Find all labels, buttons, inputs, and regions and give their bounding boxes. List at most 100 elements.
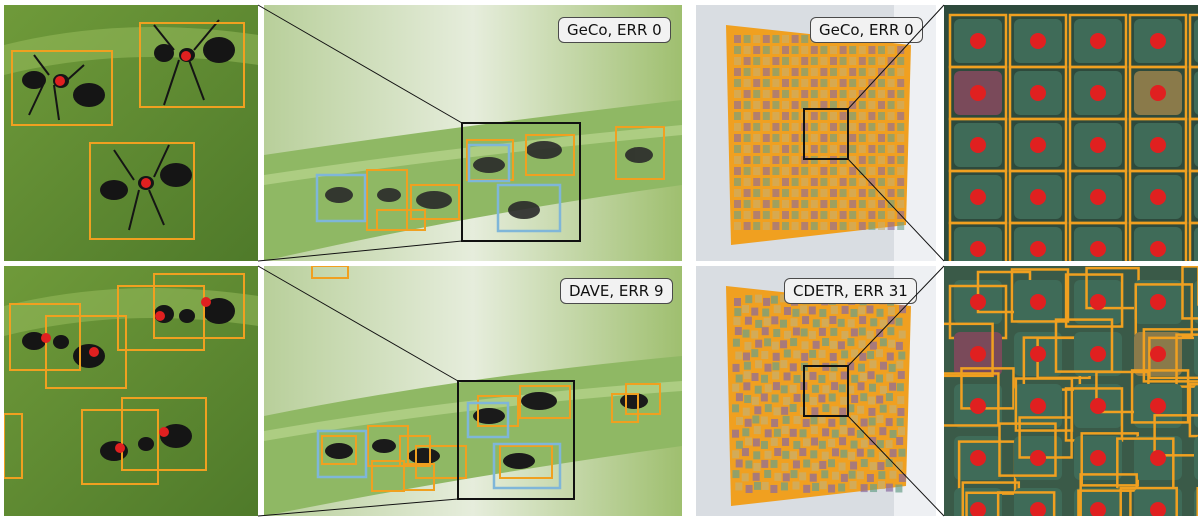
bead — [734, 79, 741, 87]
bead — [782, 167, 789, 175]
bead — [820, 101, 828, 109]
bead — [793, 393, 801, 402]
bead — [793, 440, 801, 449]
bead — [858, 327, 866, 336]
bead — [760, 416, 768, 425]
center-point — [970, 85, 986, 101]
bead — [753, 46, 761, 54]
bead — [732, 470, 740, 479]
center-point — [970, 294, 986, 310]
bead — [743, 79, 751, 87]
bead — [734, 189, 741, 197]
beads-geco-scene-panel: GeCo, ERR 0 — [696, 5, 936, 261]
bead — [819, 308, 827, 317]
bead — [751, 373, 759, 382]
bead — [743, 57, 751, 65]
bead — [1194, 123, 1198, 167]
bead — [802, 316, 810, 325]
bead — [841, 350, 849, 359]
bead — [763, 297, 771, 306]
center-point — [1030, 137, 1046, 153]
prediction-box — [1130, 369, 1190, 424]
bead — [773, 428, 781, 437]
method-label-ants-geco: GeCo, ERR 0 — [558, 17, 671, 43]
bead — [868, 211, 876, 219]
center-point — [1150, 137, 1166, 153]
bead — [743, 156, 751, 164]
bead — [772, 35, 780, 43]
bead — [879, 319, 887, 328]
bead — [897, 189, 905, 197]
bead — [849, 167, 857, 175]
bead — [734, 68, 741, 76]
bead — [743, 134, 751, 142]
bead — [858, 112, 866, 120]
method-label-ants-dave: DAVE, ERR 9 — [560, 278, 673, 304]
bead — [828, 484, 836, 493]
bead — [751, 307, 759, 316]
bead — [859, 352, 867, 361]
bead — [897, 123, 905, 131]
center-point — [1030, 294, 1046, 310]
bead — [828, 393, 836, 402]
zoomed-beads — [948, 13, 1198, 261]
bead — [810, 200, 818, 208]
bead — [830, 167, 837, 175]
bead — [741, 448, 749, 457]
bead — [822, 338, 830, 347]
bead — [858, 46, 866, 54]
center-point — [1090, 189, 1106, 205]
bead — [810, 145, 818, 153]
bead — [782, 473, 790, 482]
bead — [877, 481, 885, 490]
bead — [820, 189, 828, 197]
beads-cdetr-zoom-image — [944, 266, 1198, 516]
ants-geco-zoom-image — [4, 5, 258, 261]
bead — [818, 440, 826, 449]
bead — [810, 134, 818, 142]
bead — [734, 123, 741, 131]
prediction-box — [944, 372, 1000, 427]
bead — [886, 373, 894, 382]
bead — [849, 222, 857, 230]
bead — [847, 427, 855, 436]
bead — [879, 427, 887, 436]
bead — [876, 328, 884, 337]
bead — [850, 440, 858, 449]
bead — [897, 178, 905, 186]
prediction-box — [1188, 221, 1198, 261]
bead — [812, 340, 820, 349]
bead — [888, 363, 896, 372]
bead — [791, 101, 799, 109]
bead — [898, 330, 906, 339]
bead — [782, 450, 790, 459]
bead — [791, 123, 799, 131]
bead — [762, 101, 770, 109]
zoom-region — [803, 365, 849, 417]
bead — [859, 372, 867, 381]
bead — [839, 178, 847, 186]
center-point — [1150, 241, 1166, 257]
bead — [897, 134, 905, 142]
bead — [830, 68, 837, 76]
bead — [771, 418, 779, 427]
bead — [858, 306, 866, 315]
bead — [878, 200, 885, 208]
bead — [838, 462, 846, 471]
bead — [849, 46, 857, 54]
bead — [878, 167, 885, 175]
bead — [801, 46, 809, 54]
bead — [1194, 384, 1198, 428]
bead — [820, 112, 828, 120]
bead — [838, 360, 846, 369]
bead — [831, 429, 839, 438]
bead — [878, 90, 885, 98]
bead — [761, 327, 769, 336]
bead — [801, 68, 809, 76]
bead — [790, 338, 798, 347]
bead — [772, 167, 780, 175]
bead — [830, 305, 838, 314]
bead — [830, 90, 837, 98]
bead — [753, 57, 761, 65]
bead — [753, 123, 761, 131]
